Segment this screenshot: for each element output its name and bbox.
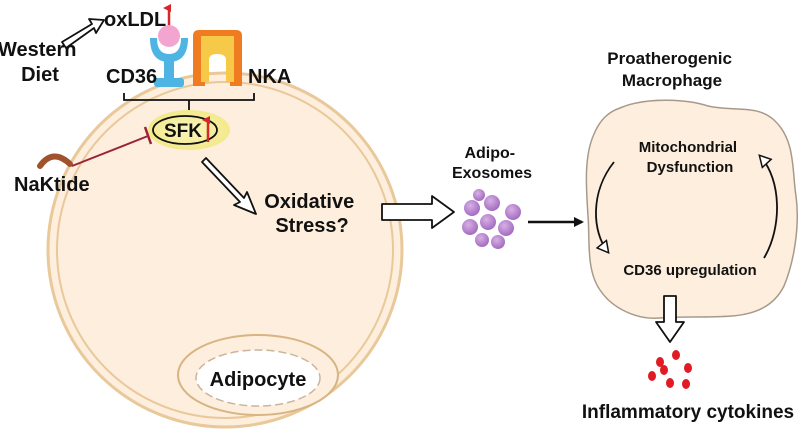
exosome xyxy=(475,233,489,247)
macrophage-cell xyxy=(585,99,798,319)
adipo-exosomes-label: Adipo- Exosomes xyxy=(452,145,532,182)
exosome xyxy=(462,219,478,235)
cycle-arrow-right xyxy=(760,156,778,259)
cytokine xyxy=(660,365,668,375)
adipo-line1: Adipo- xyxy=(464,145,515,162)
oxldl-particle xyxy=(158,25,180,47)
cd36-receptor: CD36 xyxy=(106,25,188,88)
naktide-inhibit-line xyxy=(71,135,149,167)
cd36-upregulation-label: CD36 upregulation xyxy=(623,262,756,279)
cytokine xyxy=(684,363,692,373)
cytokine xyxy=(648,371,656,381)
macrophage-title: Proatherogenic Macrophage xyxy=(607,49,736,90)
oxidative-line1: Oxidative xyxy=(264,191,354,213)
naktide-group: NaKtide xyxy=(14,126,153,196)
exosome-cluster xyxy=(462,189,521,249)
cd36-label: CD36 xyxy=(106,66,157,88)
mito-line2: Dysfunction xyxy=(647,159,734,176)
mito-label: Mitochondrial Dysfunction xyxy=(639,139,742,176)
macrophage-line2: Macrophage xyxy=(622,71,722,90)
receptor-bracket xyxy=(123,93,255,110)
western-diet-line2: Diet xyxy=(21,64,59,86)
exosome xyxy=(498,220,514,236)
western-diet-line1: Western xyxy=(0,39,76,61)
sfk-label: SFK xyxy=(164,121,202,142)
nka-pump: NKA xyxy=(193,30,291,88)
adipocyte-label: Adipocyte xyxy=(210,369,307,391)
western-diet-arrow xyxy=(61,18,105,49)
cytokine xyxy=(672,350,680,360)
exosome xyxy=(505,204,521,220)
exosome xyxy=(484,195,500,211)
adipo-line2: Exosomes xyxy=(452,165,532,182)
macrophage-to-cytokines-arrow xyxy=(655,295,685,343)
exosome xyxy=(480,214,496,230)
naktide-label: NaKtide xyxy=(14,174,90,196)
oxidative-stress-label: Oxidative Stress? xyxy=(264,191,360,237)
macrophage-line1: Proatherogenic xyxy=(607,49,732,68)
cytokines-label: Inflammatory cytokines xyxy=(582,402,794,423)
exosome xyxy=(491,235,505,249)
western-diet-label: Western Diet xyxy=(0,39,82,86)
nka-label: NKA xyxy=(248,66,291,88)
cytokine-dots xyxy=(648,350,692,389)
mito-line1: Mitochondrial xyxy=(639,139,737,156)
exosome xyxy=(464,200,480,216)
western-diet-group: Western Diet oxLDL xyxy=(0,4,171,86)
cytokine xyxy=(656,357,664,367)
cytokine xyxy=(682,379,690,389)
cycle-arrow-left xyxy=(595,161,615,252)
sfk-to-oxidative-arrow xyxy=(201,157,257,215)
cytokine xyxy=(666,378,674,388)
adipocyte-cell: Adipocyte xyxy=(46,71,404,429)
sfk-node: SFK xyxy=(148,110,230,150)
oxidative-line2: Stress? xyxy=(275,215,348,237)
exosome xyxy=(473,189,485,201)
oxidative-to-exosomes-arrow xyxy=(381,195,455,229)
naktide-peptide-icon xyxy=(37,153,73,169)
oxldl-label: oxLDL xyxy=(104,9,166,31)
